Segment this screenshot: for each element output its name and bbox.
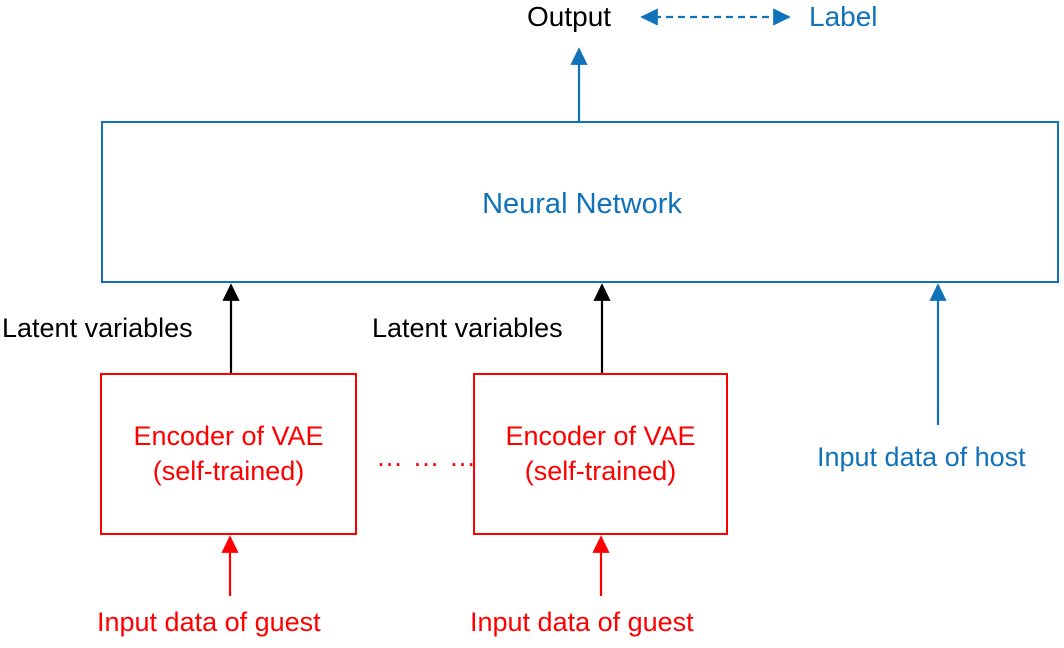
encoder-box-right[interactable]: Encoder of VAE (self-trained) xyxy=(473,373,728,535)
ellipsis-separator: … … … xyxy=(376,442,478,472)
encoder-left-line2: (self-trained) xyxy=(152,456,305,486)
neural-network-title: Neural Network xyxy=(482,187,682,220)
input-data-of-guest-label-right: Input data of guest xyxy=(470,607,694,637)
encoder-left-line1: Encoder of VAE xyxy=(133,421,324,452)
encoder-right-line2: (self-trained) xyxy=(524,456,677,486)
encoder-box-left[interactable]: Encoder of VAE (self-trained) xyxy=(100,373,357,535)
latent-variables-label-left: Latent variables xyxy=(2,313,193,343)
neural-network-box[interactable]: Neural Network xyxy=(101,121,1059,283)
encoder-right-line1: Encoder of VAE xyxy=(505,421,696,452)
latent-variables-label-right: Latent variables xyxy=(372,313,563,343)
input-data-of-guest-label-left: Input data of guest xyxy=(97,607,321,637)
label-label: Label xyxy=(809,1,878,32)
output-label: Output xyxy=(527,1,612,32)
input-data-of-host-label: Input data of host xyxy=(817,442,1026,472)
